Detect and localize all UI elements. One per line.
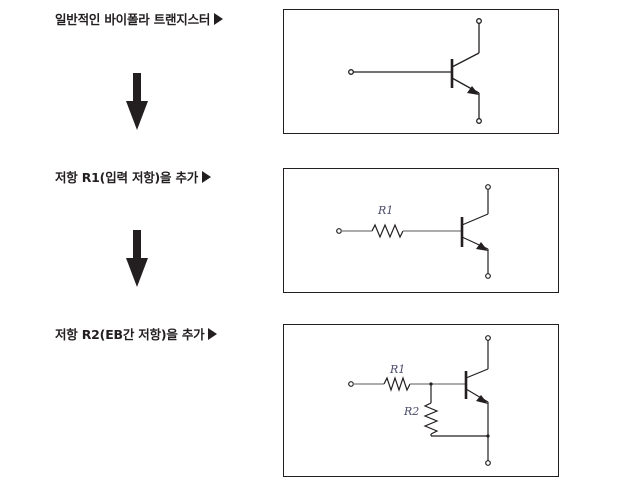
step-1-text: 일반적인 바이폴라 트랜지스터 xyxy=(55,12,211,27)
step-2-text: 저항 R1(입력 저항)을 추가 xyxy=(55,170,199,185)
step-3-label: 저항 R2(EB간 저항)을 추가 xyxy=(55,324,218,343)
circuit-bjt-basic xyxy=(283,9,559,134)
collector-lead xyxy=(451,52,480,68)
bjt-schematic xyxy=(348,18,482,124)
input-terminal xyxy=(336,228,342,234)
input-terminal xyxy=(348,381,354,387)
bjt-r1-r2-schematic: R1 R2 xyxy=(348,335,491,466)
junction-dot xyxy=(486,434,490,438)
step-2-label: 저항 R1(입력 저항)을 추가 xyxy=(55,167,212,186)
r1-label: R1 xyxy=(377,204,393,217)
base-terminal xyxy=(348,69,354,75)
emitter-terminal xyxy=(485,273,491,279)
r1-label: R1 xyxy=(389,363,405,376)
collector-terminal xyxy=(476,18,482,24)
r2-label: R2 xyxy=(403,405,419,418)
emitter-terminal xyxy=(485,460,491,466)
emitter-arrow xyxy=(476,242,488,251)
junction-dot xyxy=(429,382,433,386)
collector-terminal xyxy=(485,335,491,341)
arrow-down-icon xyxy=(126,230,148,287)
r1-resistor xyxy=(383,376,411,392)
circuit-bjt-r1-r2: R1 R2 xyxy=(283,324,559,477)
step-3-text: 저항 R2(EB간 저항)을 추가 xyxy=(55,327,205,342)
r2-resistor xyxy=(423,402,439,435)
arrow-down-icon xyxy=(126,73,148,130)
r1-resistor xyxy=(371,223,404,239)
collector-terminal xyxy=(485,184,491,190)
triangle-right-icon xyxy=(214,13,224,25)
circuit-bjt-r1: R1 xyxy=(283,168,559,293)
bjt-r1-schematic: R1 xyxy=(336,184,491,279)
collector-lead xyxy=(465,368,489,379)
emitter-terminal xyxy=(476,118,482,124)
triangle-right-icon xyxy=(208,328,218,340)
triangle-right-icon xyxy=(202,171,212,183)
emitter-arrow xyxy=(476,395,488,404)
emitter-arrow xyxy=(467,86,479,95)
step-1-label: 일반적인 바이폴라 트랜지스터 xyxy=(55,9,224,28)
collector-lead xyxy=(461,213,489,226)
